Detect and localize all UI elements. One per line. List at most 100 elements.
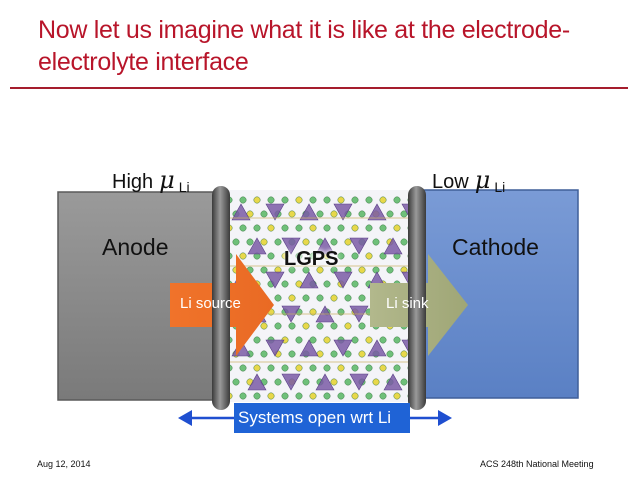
- lattice-atom: [309, 196, 317, 204]
- lattice-atom: [239, 224, 247, 232]
- mu-symbol: μ: [474, 166, 491, 194]
- lattice-atom: [281, 196, 289, 204]
- lattice-atom: [302, 266, 310, 274]
- lattice-atom: [393, 392, 401, 400]
- lattice-atom: [393, 196, 401, 204]
- lattice-tetrahedron: [247, 237, 267, 255]
- lattice-atom: [372, 266, 380, 274]
- lattice-atom: [267, 364, 275, 372]
- lattice-tetrahedron: [367, 203, 387, 221]
- lattice-atom: [351, 392, 359, 400]
- lattice-atom: [281, 252, 289, 260]
- lattice-atom: [344, 238, 352, 246]
- lattice-atom: [239, 196, 247, 204]
- lattice-tetrahedron: [247, 373, 267, 391]
- lattice-atom: [379, 336, 387, 344]
- lattice-atom: [260, 322, 268, 330]
- lattice-atom: [323, 280, 331, 288]
- lattice-atom: [393, 364, 401, 372]
- lattice-tetrahedron: [383, 237, 403, 255]
- lattice-atom: [365, 336, 373, 344]
- lattice-atom: [260, 266, 268, 274]
- lattice-atom: [358, 322, 366, 330]
- lattice-atom: [365, 224, 373, 232]
- lattice-atom: [253, 336, 261, 344]
- lattice-atom: [358, 294, 366, 302]
- lattice-tetrahedron: [265, 339, 285, 357]
- lattice-atom: [400, 350, 408, 358]
- lattice-atom: [400, 378, 408, 386]
- lattice-tetrahedron: [367, 339, 387, 357]
- lgps-label: LGPS: [284, 248, 339, 270]
- lattice-atom: [274, 238, 282, 246]
- footer-event: ACS 248th National Meeting: [480, 459, 594, 469]
- lattice-atom: [260, 350, 268, 358]
- lattice-atom: [330, 238, 338, 246]
- lattice-atom: [239, 252, 247, 260]
- lattice-atom: [316, 322, 324, 330]
- lattice-atom: [288, 294, 296, 302]
- lattice-atom: [393, 224, 401, 232]
- lattice-atom: [302, 322, 310, 330]
- lattice-atom: [309, 308, 317, 316]
- lattice-tetrahedron: [383, 373, 403, 391]
- li-source-label: Li source: [180, 295, 241, 312]
- lattice-atom: [288, 210, 296, 218]
- lattice-tetrahedron: [315, 373, 335, 391]
- lattice-atom: [316, 266, 324, 274]
- lattice-atom: [239, 364, 247, 372]
- lattice-atom: [295, 336, 303, 344]
- lattice-atom: [365, 364, 373, 372]
- lattice-atom: [253, 224, 261, 232]
- lattice-atom: [239, 392, 247, 400]
- lattice-atom: [344, 378, 352, 386]
- lattice-atom: [267, 196, 275, 204]
- lattice-tetrahedron: [349, 373, 369, 391]
- lattice-atom: [281, 280, 289, 288]
- lattice-atom: [309, 336, 317, 344]
- lattice-atom: [267, 224, 275, 232]
- lattice-atom: [288, 266, 296, 274]
- lattice-atom: [365, 252, 373, 260]
- lattice-atom: [253, 364, 261, 372]
- lattice-atom: [330, 378, 338, 386]
- anode-interface-bar: [212, 186, 230, 410]
- lattice-atom: [281, 364, 289, 372]
- anode-label: Anode: [102, 234, 169, 260]
- title-divider: [10, 87, 628, 89]
- lattice-atom: [288, 322, 296, 330]
- lattice-tetrahedron: [281, 305, 301, 323]
- lattice-atom: [323, 196, 331, 204]
- lattice-atom: [274, 294, 282, 302]
- lattice-tetrahedron: [281, 373, 301, 391]
- lattice-atom: [337, 308, 345, 316]
- lattice-atom: [358, 210, 366, 218]
- lattice-atom: [232, 238, 240, 246]
- lattice-atom: [295, 364, 303, 372]
- open-system-label: Systems open wrt Li: [234, 403, 410, 433]
- lattice-atom: [337, 224, 345, 232]
- lattice-atom: [337, 196, 345, 204]
- lattice-atom: [344, 350, 352, 358]
- lattice-atom: [337, 364, 345, 372]
- lattice-atom: [386, 350, 394, 358]
- lattice-atom: [316, 210, 324, 218]
- lattice-atom: [232, 378, 240, 386]
- lattice-tetrahedron: [333, 339, 353, 357]
- lattice-tetrahedron: [349, 305, 369, 323]
- lattice-atom: [372, 238, 380, 246]
- lattice-atom: [309, 392, 317, 400]
- lattice-atom: [351, 252, 359, 260]
- cathode-interface-bar: [408, 186, 426, 410]
- lattice-atom: [302, 294, 310, 302]
- lattice-atom: [274, 322, 282, 330]
- lattice-atom: [365, 392, 373, 400]
- lattice-atom: [309, 252, 317, 260]
- lattice-atom: [365, 196, 373, 204]
- mu-symbol: μ: [159, 166, 175, 194]
- lattice-atom: [295, 392, 303, 400]
- lattice-atom: [323, 364, 331, 372]
- lattice-tetrahedron: [333, 203, 353, 221]
